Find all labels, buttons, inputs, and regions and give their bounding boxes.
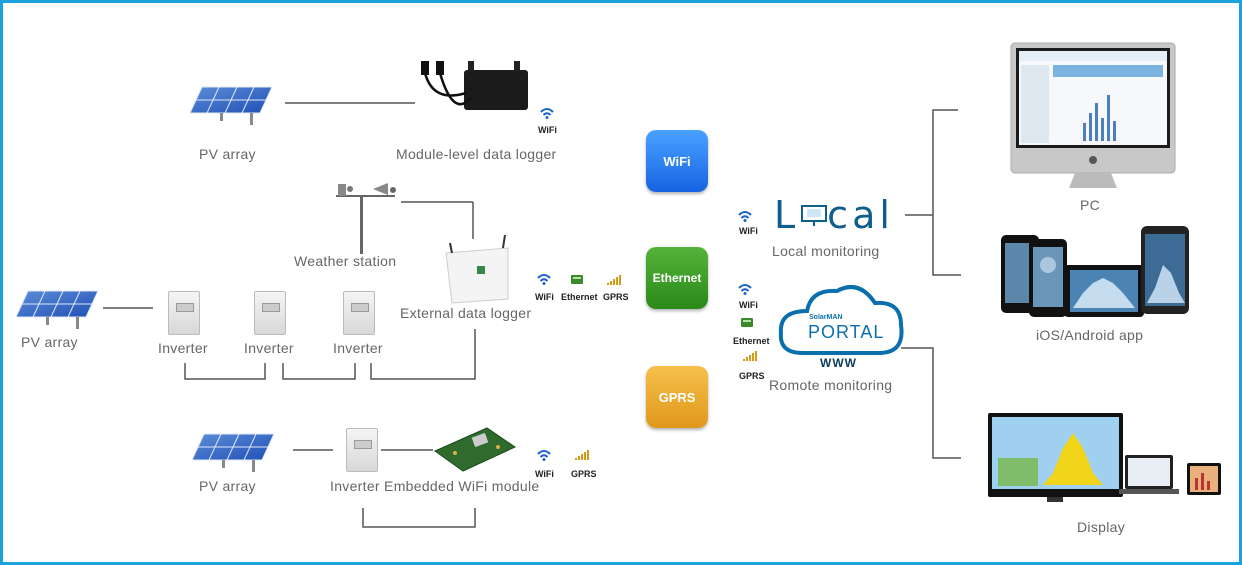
- weather-station-device: [336, 183, 396, 254]
- gprs-channel-button: GPRS: [646, 366, 708, 428]
- caption-ethernet-2: Ethernet: [733, 336, 770, 346]
- mobile-devices: [1001, 226, 1189, 317]
- caption-gprs-3: GPRS: [739, 371, 765, 381]
- inverter-box-2: [254, 291, 286, 335]
- label-weather-station: Weather station: [294, 253, 397, 269]
- caption-ethernet-1: Ethernet: [561, 292, 598, 302]
- label-pc: PC: [1080, 197, 1101, 213]
- caption-gprs-1: GPRS: [603, 292, 629, 302]
- inverter-box-1: [168, 291, 200, 335]
- external-logger-device: [445, 234, 509, 304]
- label-inverter-2: Inverter: [244, 340, 294, 356]
- module-logger-device: [421, 61, 528, 110]
- caption-wifi-3: WiFi: [535, 469, 554, 479]
- pv-array-panel-3: [191, 433, 275, 473]
- caption-wifi-4: WiFi: [739, 226, 758, 236]
- portal-title: PORTAL: [808, 322, 885, 342]
- pc-monitor: [1010, 42, 1176, 188]
- portal-cloud: [778, 285, 904, 355]
- ethernet-channel-button: Ethernet: [646, 247, 708, 309]
- inverter-box-4: [346, 428, 378, 472]
- caption-wifi-5: WiFi: [739, 300, 758, 310]
- wifi-channel-button: WiFi: [646, 130, 708, 192]
- caption-gprs-2: GPRS: [571, 469, 597, 479]
- signal-bars-icon: [607, 275, 621, 285]
- label-local-monitoring: Local monitoring: [772, 243, 880, 259]
- label-remote-monitoring: Romote monitoring: [769, 377, 893, 393]
- label-inverter-embedded: Inverter Embedded WiFi module: [330, 478, 540, 494]
- label-display: Display: [1077, 519, 1126, 535]
- label-pv-array-3: PV array: [199, 478, 256, 494]
- ethernet-icon: [571, 274, 583, 284]
- diagram-graphics: [15, 42, 1221, 528]
- caption-wifi-1: WiFi: [538, 125, 557, 135]
- label-inverter-3: Inverter: [333, 340, 383, 356]
- pv-array-panel-1: [189, 86, 273, 126]
- label-pv-array-2: PV array: [21, 334, 78, 350]
- wifi-icon: [541, 107, 553, 119]
- display-devices: [988, 413, 1221, 502]
- label-module-logger: Module-level data logger: [396, 146, 557, 162]
- label-pv-array-1: PV array: [199, 146, 256, 162]
- embedded-wifi-board: [433, 427, 517, 472]
- inverter-box-3: [343, 291, 375, 335]
- caption-wifi-2: WiFi: [535, 292, 554, 302]
- pv-array-panel-2: [15, 290, 99, 330]
- portal-www: WWW: [820, 356, 857, 370]
- label-ios-android: iOS/Android app: [1036, 327, 1144, 343]
- label-external-logger: External data logger: [400, 305, 532, 321]
- label-inverter-1: Inverter: [158, 340, 208, 356]
- portal-brand: SolarMAN: [809, 314, 843, 321]
